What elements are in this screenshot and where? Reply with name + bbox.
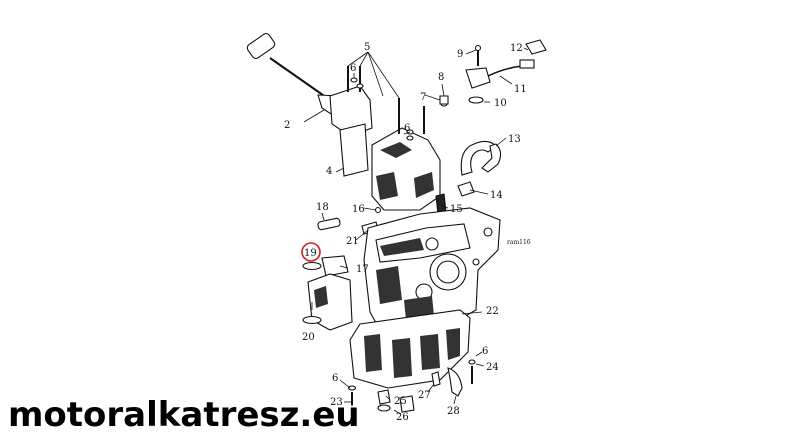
callout-9: 9 [457, 49, 463, 60]
highlighted-callout: 19 [301, 242, 321, 262]
callout-14: 14 [490, 190, 503, 201]
callout-15: 15 [450, 204, 463, 215]
callout-11: 11 [514, 84, 527, 95]
speed-sensor-part [465, 39, 547, 104]
highlight-ring [301, 242, 321, 262]
callout-6c: 6 [332, 373, 338, 384]
drain-fittings-part [347, 359, 476, 413]
oil-tank-cover-part [329, 85, 441, 211]
callout-10: 10 [494, 98, 507, 109]
callout-8: 8 [438, 72, 444, 83]
callout-labels: 2 5 6 6 8 7 9 12 10 11 13 14 15 16 18 21… [284, 42, 531, 423]
callout-6b: 6 [404, 123, 410, 134]
oil-pan-part [349, 309, 471, 389]
callout-6a: 6 [350, 63, 356, 74]
callout-2: 2 [284, 120, 290, 131]
callout-4: 4 [326, 166, 332, 177]
callout-17: 17 [356, 264, 369, 275]
callout-12: 12 [510, 43, 523, 54]
callout-6d: 6 [482, 346, 488, 357]
callout-28: 28 [447, 406, 460, 417]
vent-hose-part [460, 140, 502, 176]
figure-reference: ram116 [507, 239, 531, 246]
callout-7: 7 [420, 92, 426, 103]
callout-5: 5 [364, 42, 370, 53]
callout-22: 22 [486, 306, 499, 317]
callout-20: 20 [302, 332, 315, 343]
callout-27: 27 [418, 390, 431, 401]
callout-23: 23 [330, 397, 343, 408]
callout-19: 19 [304, 248, 317, 259]
vent-fitting-part [435, 181, 475, 215]
callout-26: 26 [396, 412, 409, 423]
cover-bolts [347, 66, 449, 141]
callout-24: 24 [486, 362, 499, 373]
callout-25: 25 [394, 396, 407, 407]
callout-16: 16 [352, 204, 365, 215]
transmission-case-part [363, 207, 501, 331]
callout-18: 18 [316, 202, 329, 213]
site-watermark: motoralkatresz.eu [8, 395, 360, 435]
callout-21: 21 [346, 236, 359, 247]
leader-lines [303, 47, 529, 415]
filter-adapter-part [302, 255, 353, 331]
callout-13: 13 [508, 134, 521, 145]
